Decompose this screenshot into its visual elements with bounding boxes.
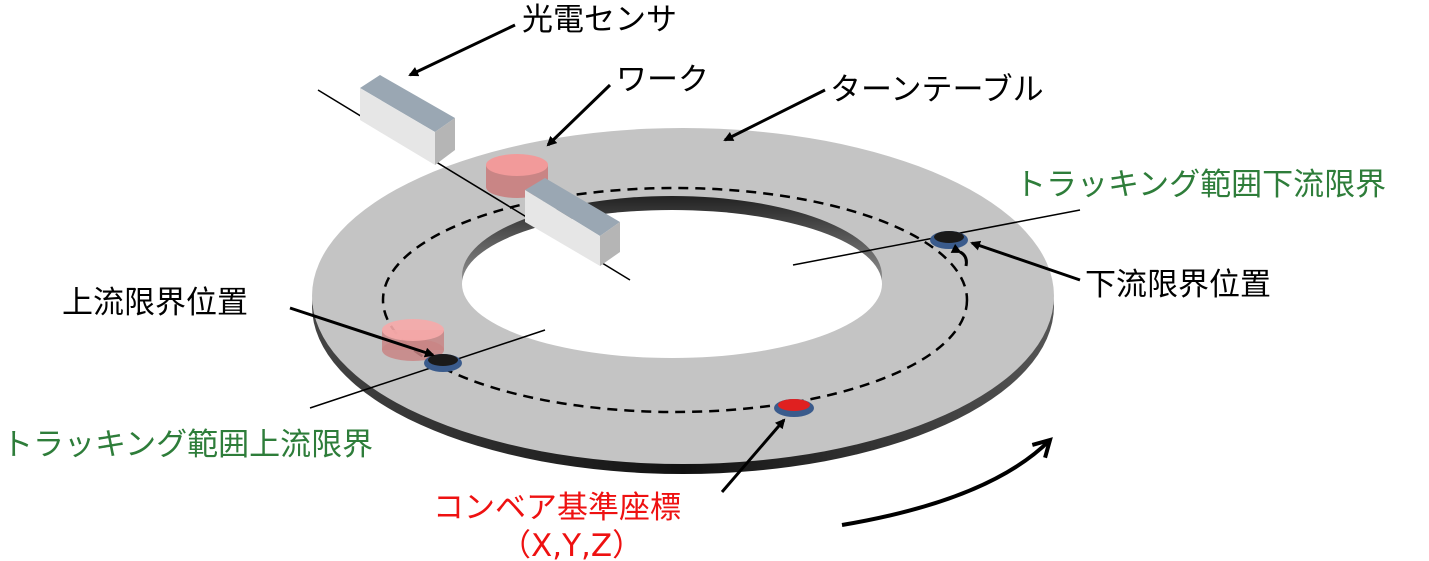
sensor-label: 光電センサ bbox=[522, 2, 677, 38]
upstream-limit-marker bbox=[424, 354, 462, 372]
tracking-upstream-label: トラッキング範囲上流限界 bbox=[2, 427, 373, 463]
conveyor-origin-marker bbox=[774, 399, 814, 417]
work-label: ワーク bbox=[616, 62, 709, 98]
downstream-limit-marker bbox=[930, 231, 968, 249]
upstream-limit-line bbox=[309, 329, 546, 409]
turntable-label: ターンテーブル bbox=[830, 72, 1044, 108]
upstream-position-label: 上流限界位置 bbox=[62, 285, 248, 321]
sensor-emitter bbox=[360, 75, 455, 165]
tracking-downstream-label: トラッキング範囲下流限界 bbox=[1015, 167, 1386, 203]
rotation-direction-arrow bbox=[841, 440, 1050, 527]
downstream-position-label: 下流限界位置 bbox=[1085, 267, 1271, 303]
tracking-path bbox=[381, 186, 969, 414]
conveyor-coord-sub-label: （X,Y,Z） bbox=[500, 528, 643, 561]
conveyor-coord-label: コンベア基準座標 bbox=[433, 490, 681, 526]
sensor-receiver bbox=[525, 178, 620, 266]
turntable bbox=[312, 128, 1054, 474]
callout-arrows bbox=[289, 23, 1081, 493]
